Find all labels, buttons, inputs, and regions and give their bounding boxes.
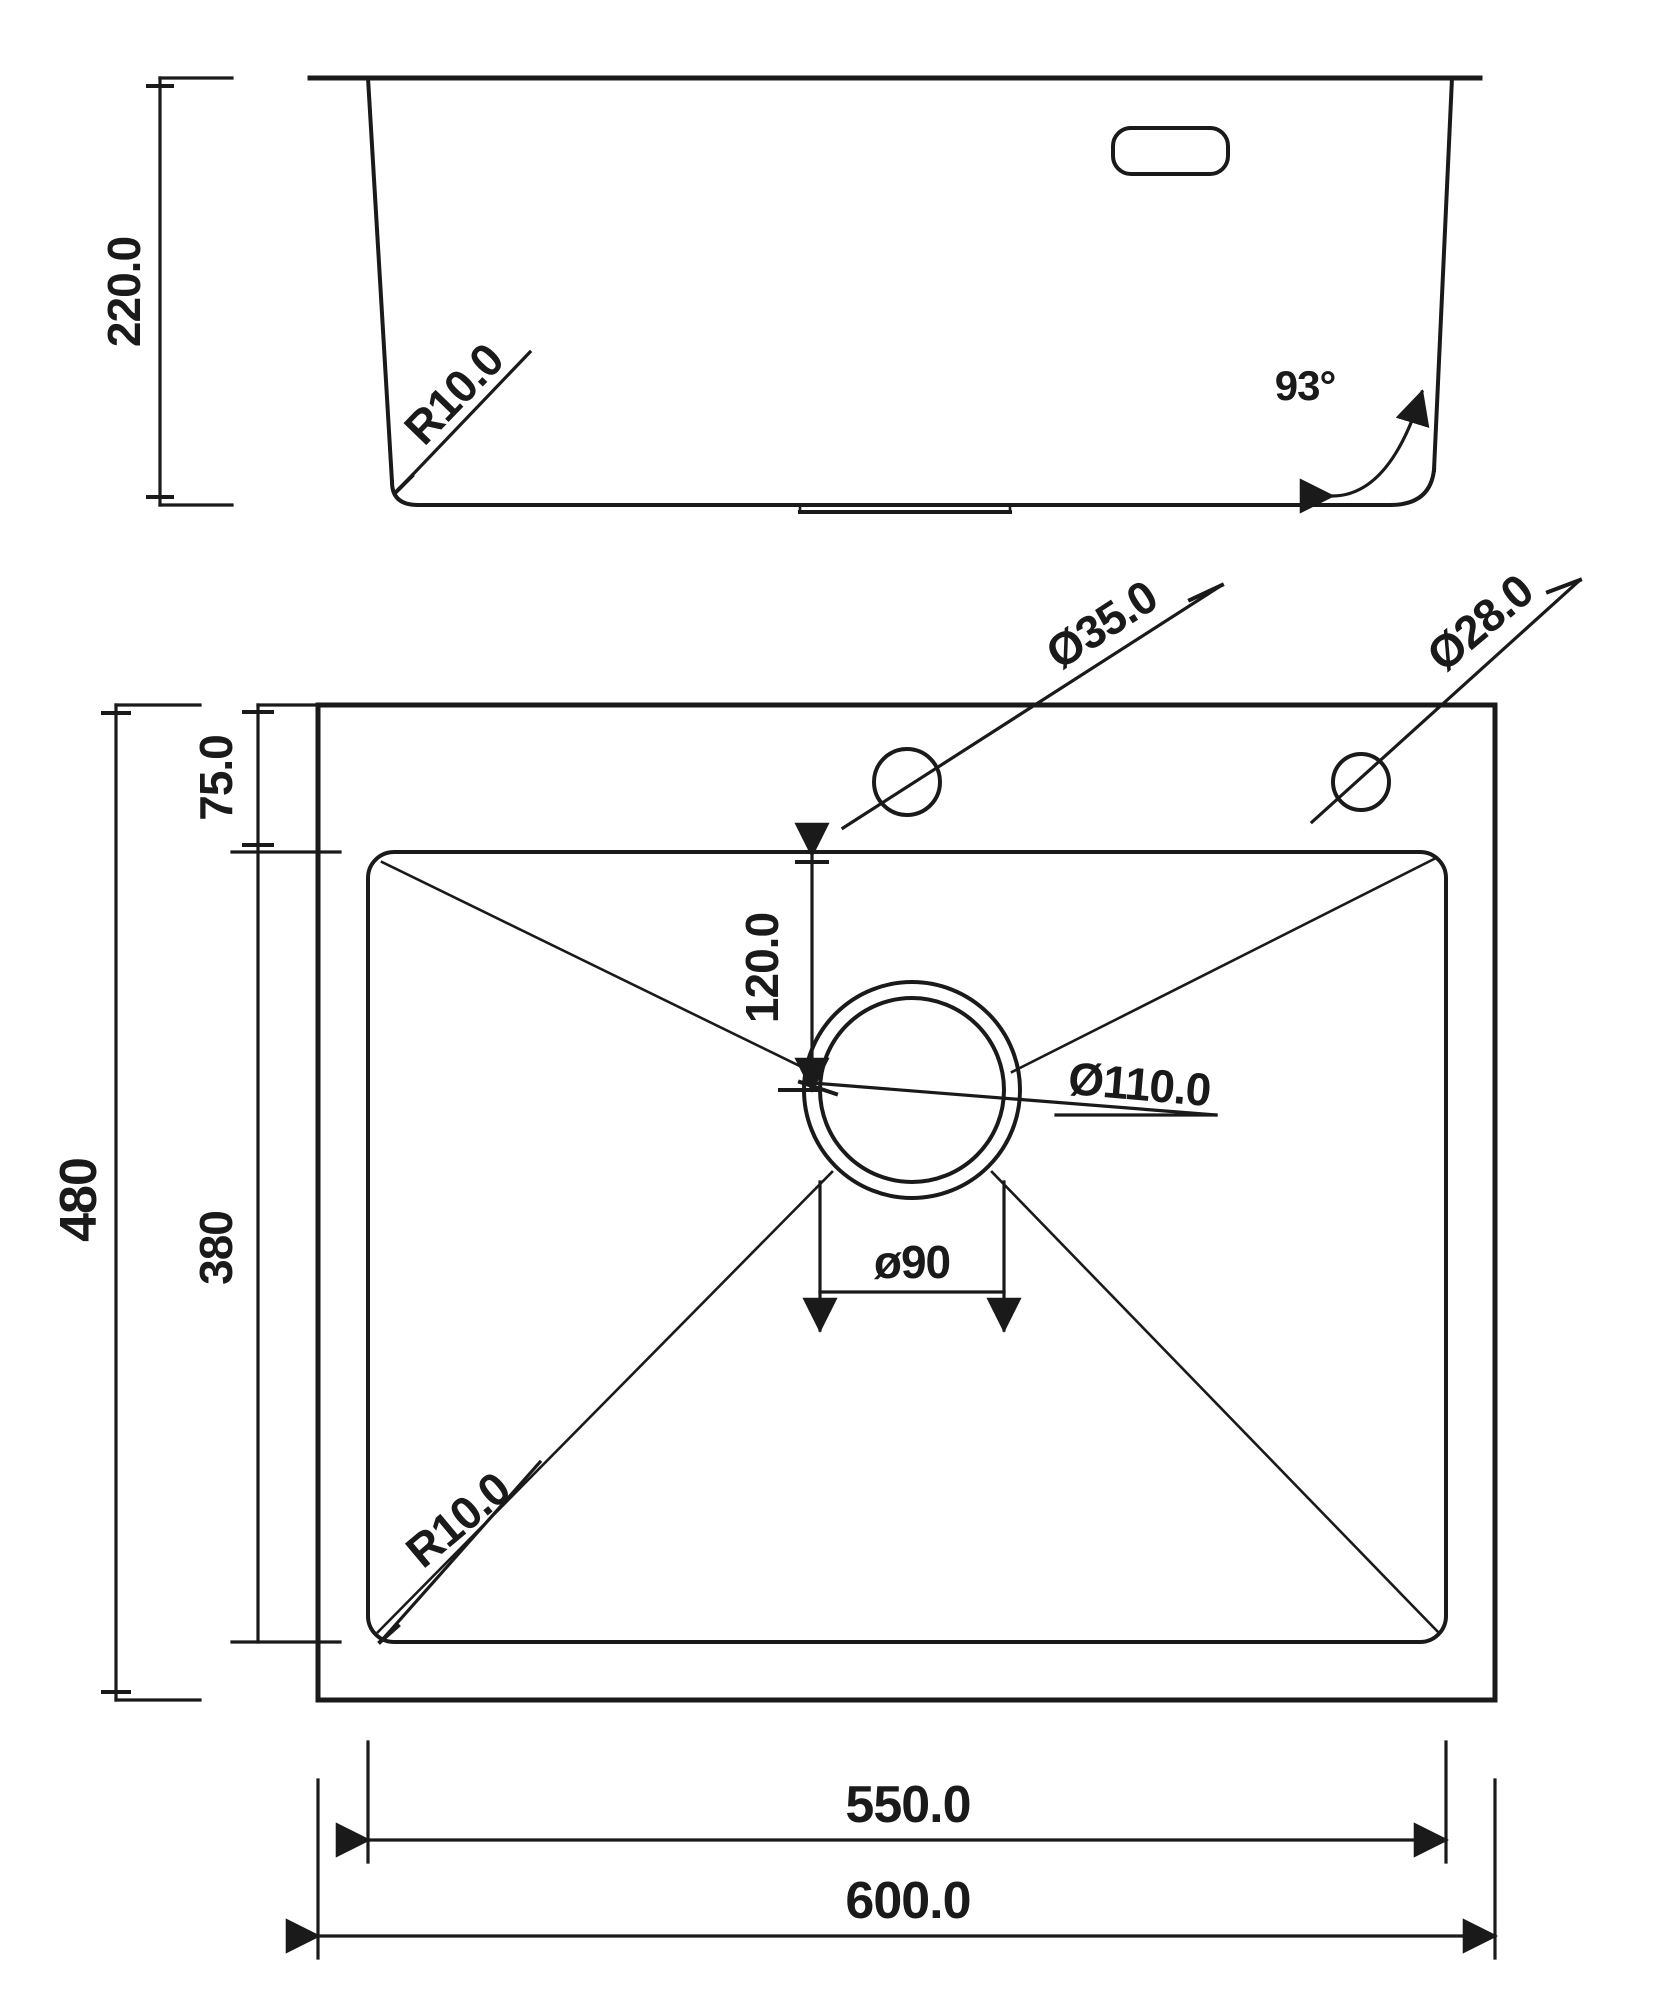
tap-hole-35-circle bbox=[872, 747, 942, 817]
plan-corner-radius-label: R10.0 bbox=[396, 1462, 520, 1578]
plan-slope-line-bottom-right bbox=[990, 1170, 1440, 1634]
plan-r10-leader-line bbox=[379, 1459, 543, 1643]
plan-slope-line-top-right bbox=[1010, 856, 1438, 1074]
dim-front-height-label: 220.0 bbox=[98, 237, 150, 347]
front-r10-leader-line bbox=[395, 349, 533, 493]
front-view-drain-boss-sides bbox=[798, 503, 1012, 514]
tap-hole-28-circle bbox=[1331, 752, 1391, 812]
tap-hole-35-leader bbox=[840, 582, 1225, 831]
overflow-slot-icon bbox=[1111, 126, 1230, 176]
plan-bowl-width-label: 550.0 bbox=[845, 1776, 970, 1834]
dim-110-arrow bbox=[797, 1079, 839, 1097]
tap-hole-28-leader bbox=[1309, 577, 1583, 825]
top-plan-view: Ø35.0 Ø28.0 120.0 Ø110.0 ø90 bbox=[50, 564, 1583, 1960]
dim-220-tick-marks bbox=[146, 84, 174, 499]
front-view-left-bottom-radius bbox=[389, 479, 421, 508]
drain-offset-label: 120.0 bbox=[736, 913, 788, 1023]
plan-outer-deck-rectangle bbox=[315, 702, 1498, 1703]
plan-top-offset-label: 75.0 bbox=[190, 735, 242, 821]
plan-slope-line-top-left bbox=[380, 860, 814, 1074]
front-angle-label: 93° bbox=[1275, 362, 1336, 409]
plan-r10-leader-tick bbox=[377, 1623, 401, 1645]
tap-hole-35-leader-tail bbox=[1187, 582, 1225, 603]
tap-hole-28-leader-tail bbox=[1545, 577, 1583, 595]
front-elevation-view: 220.0 R10.0 93° bbox=[98, 75, 1483, 514]
plan-overall-depth-label: 480 bbox=[50, 1158, 108, 1242]
plan-overall-width-label: 600.0 bbox=[845, 1872, 970, 1930]
plan-bowl-depth-label: 380 bbox=[190, 1211, 242, 1285]
drain-inner-diameter-label: ø90 bbox=[874, 1236, 950, 1288]
front-view-right-wall bbox=[1431, 75, 1455, 473]
front-view-left-wall bbox=[365, 75, 395, 485]
tap-hole-28-label: Ø28.0 bbox=[1417, 564, 1543, 681]
dim-480-tick-marks bbox=[101, 711, 131, 1694]
dim-110-leader bbox=[798, 1080, 1218, 1117]
plan-slope-line-bottom-left bbox=[376, 1170, 834, 1634]
angle-93-arc bbox=[1299, 389, 1430, 514]
front-r10-leader-tick bbox=[393, 473, 415, 495]
plan-bowl-rectangle bbox=[366, 850, 1448, 1644]
front-corner-radius-label: R10.0 bbox=[394, 333, 513, 454]
drain-outer-diameter-label: Ø110.0 bbox=[1066, 1052, 1212, 1116]
front-view-right-bottom-radius bbox=[1387, 467, 1437, 508]
